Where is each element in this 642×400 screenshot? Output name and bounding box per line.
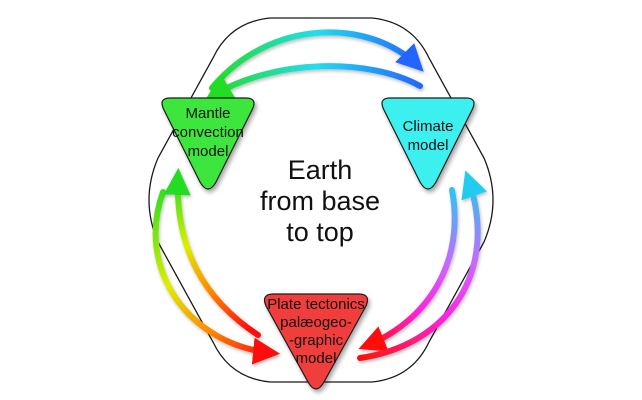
climate-label-line-1: Climate	[403, 118, 454, 135]
center-title: Earth from base to top	[260, 155, 380, 247]
node-mantle-convection: Mantle convection model	[161, 97, 255, 190]
arrow-climate-to-mantle	[205, 63, 423, 101]
plate-triangle	[263, 293, 369, 390]
node-plate-tectonics: Plate tectonics palæogeo- -graphic model	[263, 293, 369, 390]
plate-label-line-1: Plate tectonics	[267, 296, 365, 313]
mantle-triangle	[161, 97, 255, 190]
center-title-line-2: from base	[260, 186, 380, 216]
mantle-label-line-2: convection	[172, 124, 244, 141]
plate-label-line-4: model	[296, 350, 337, 367]
mantle-label-line-3: model	[188, 143, 229, 160]
arrow-climate-to-plate	[358, 187, 458, 352]
plate-label-line-3: -graphic	[289, 332, 344, 349]
arrow-mantle-to-plate	[152, 189, 281, 365]
center-title-line-3: to top	[286, 217, 354, 247]
arrow-mantle-to-climate	[209, 29, 424, 91]
arrow-plate-to-mantle	[163, 167, 261, 338]
climate-label-line-2: model	[408, 137, 449, 154]
center-title-line-1: Earth	[288, 155, 353, 185]
node-climate: Climate model	[381, 97, 475, 190]
plate-label-line-2: palæogeo-	[280, 314, 352, 331]
climate-triangle	[381, 97, 475, 190]
arrow-plate-to-climate	[357, 170, 487, 361]
mantle-label-line-1: Mantle	[185, 105, 230, 122]
